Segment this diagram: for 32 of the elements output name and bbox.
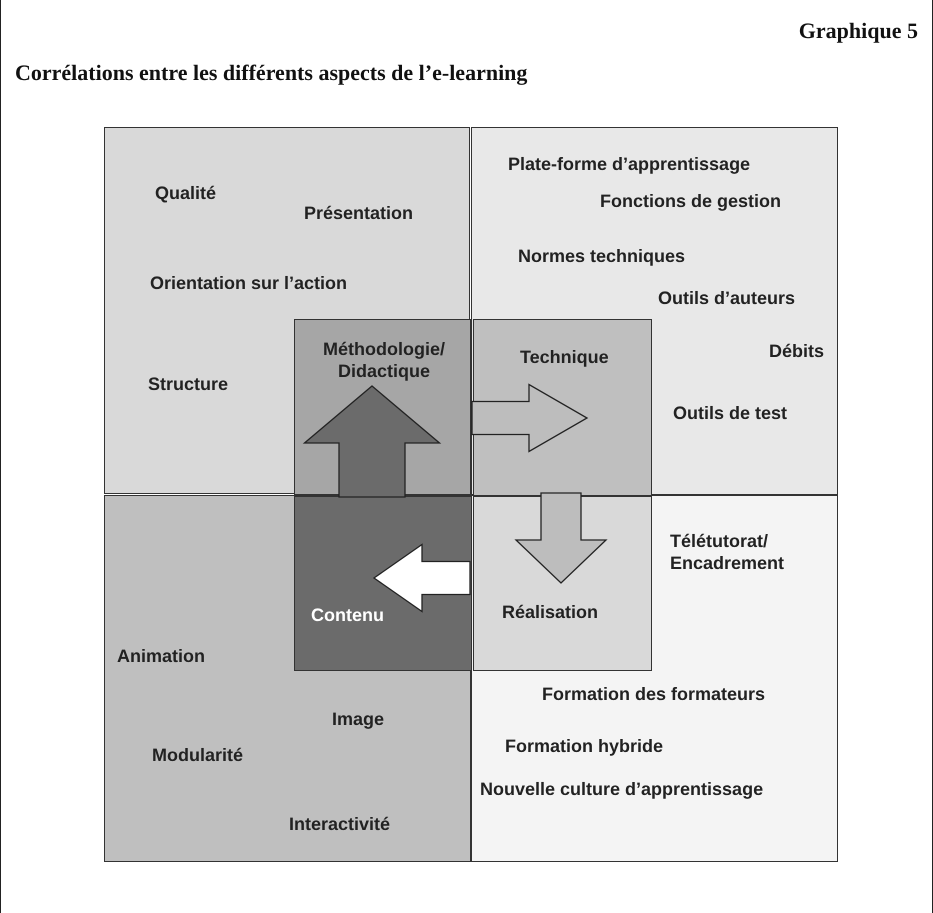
aspect-label: Orientation sur l’action	[150, 272, 348, 294]
diagram-title: Corrélations entre les différents aspects de l’e-learning	[15, 60, 528, 86]
aspect-label: Qualité	[155, 182, 216, 204]
quadrant-panel	[104, 127, 470, 494]
block-arrow	[302, 385, 442, 498]
aspect-label: Formation des formateurs	[542, 683, 766, 705]
aspect-label: Normes techniques	[518, 245, 686, 267]
category-label: Technique	[520, 346, 609, 368]
aspect-label: Fonctions de gestion	[600, 190, 782, 212]
figure-number: Graphique 5	[798, 18, 918, 44]
aspect-label: Débits	[769, 340, 824, 362]
quadrant-panel	[471, 127, 838, 495]
aspect-label: Outils de test	[673, 402, 788, 424]
block-arrow	[514, 492, 608, 584]
aspect-label: Image	[332, 708, 384, 730]
aspect-label: Formation hybride	[505, 735, 664, 757]
aspect-label: Télétutorat/ Encadrement	[670, 530, 786, 574]
aspect-label: Nouvelle culture d’apprentissage	[480, 778, 764, 800]
block-arrow	[471, 383, 588, 453]
category-label: Contenu	[311, 604, 384, 626]
quadrant-panel	[471, 495, 838, 862]
aspect-label: Outils d’auteurs	[658, 287, 796, 309]
aspect-label: Interactivité	[289, 813, 390, 835]
aspect-label: Présentation	[304, 202, 414, 224]
category-label: Méthodologie/ Didactique	[322, 338, 446, 382]
aspect-label: Structure	[148, 373, 228, 395]
aspect-label: Plate-forme d’apprentissage	[508, 153, 750, 175]
aspect-label: Animation	[117, 645, 205, 667]
category-label: Réalisation	[502, 601, 598, 623]
quadrant-panel	[104, 495, 471, 862]
aspect-label: Modularité	[152, 744, 244, 766]
block-arrow	[372, 543, 471, 613]
